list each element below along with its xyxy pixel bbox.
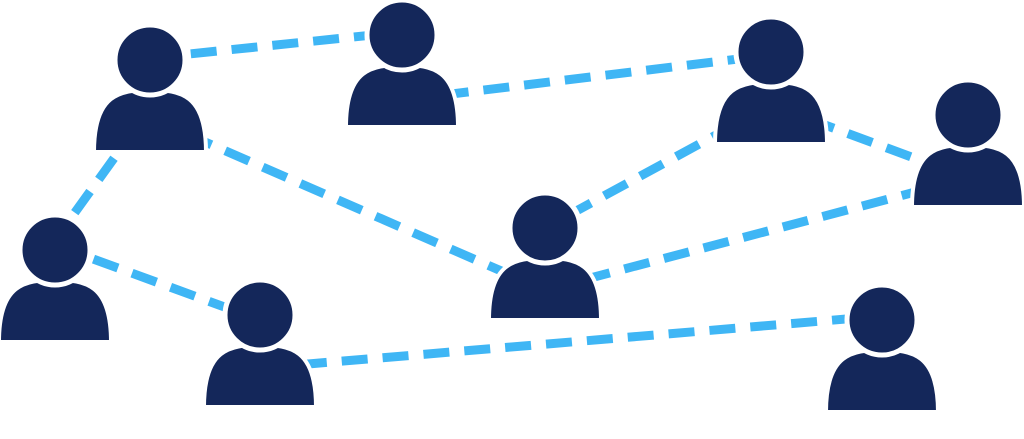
connection-line — [401, 50, 772, 105]
person-icon — [909, 77, 1024, 209]
person-body — [712, 79, 830, 146]
person-icon — [486, 190, 604, 322]
person-body — [823, 347, 941, 414]
person-body — [201, 342, 319, 409]
person-head — [930, 77, 1006, 153]
connection-line — [148, 113, 547, 295]
connection-line — [259, 311, 883, 373]
person-head — [17, 212, 93, 288]
person-icon — [0, 212, 114, 344]
people-nodes — [0, 0, 1024, 414]
person-body — [343, 62, 461, 129]
person-icon — [823, 282, 941, 414]
person-body — [486, 255, 604, 322]
connection-line — [543, 173, 970, 295]
person-head — [733, 14, 809, 90]
person-icon — [712, 14, 830, 146]
person-head — [507, 190, 583, 266]
person-icon — [91, 22, 209, 154]
person-body — [91, 87, 209, 154]
person-head — [364, 0, 440, 73]
connection-line — [149, 27, 403, 63]
person-head — [112, 22, 188, 98]
person-body — [0, 277, 114, 344]
person-head — [222, 277, 298, 353]
person-icon — [201, 277, 319, 409]
person-head — [844, 282, 920, 358]
person-body — [909, 142, 1024, 209]
person-icon — [343, 0, 461, 129]
